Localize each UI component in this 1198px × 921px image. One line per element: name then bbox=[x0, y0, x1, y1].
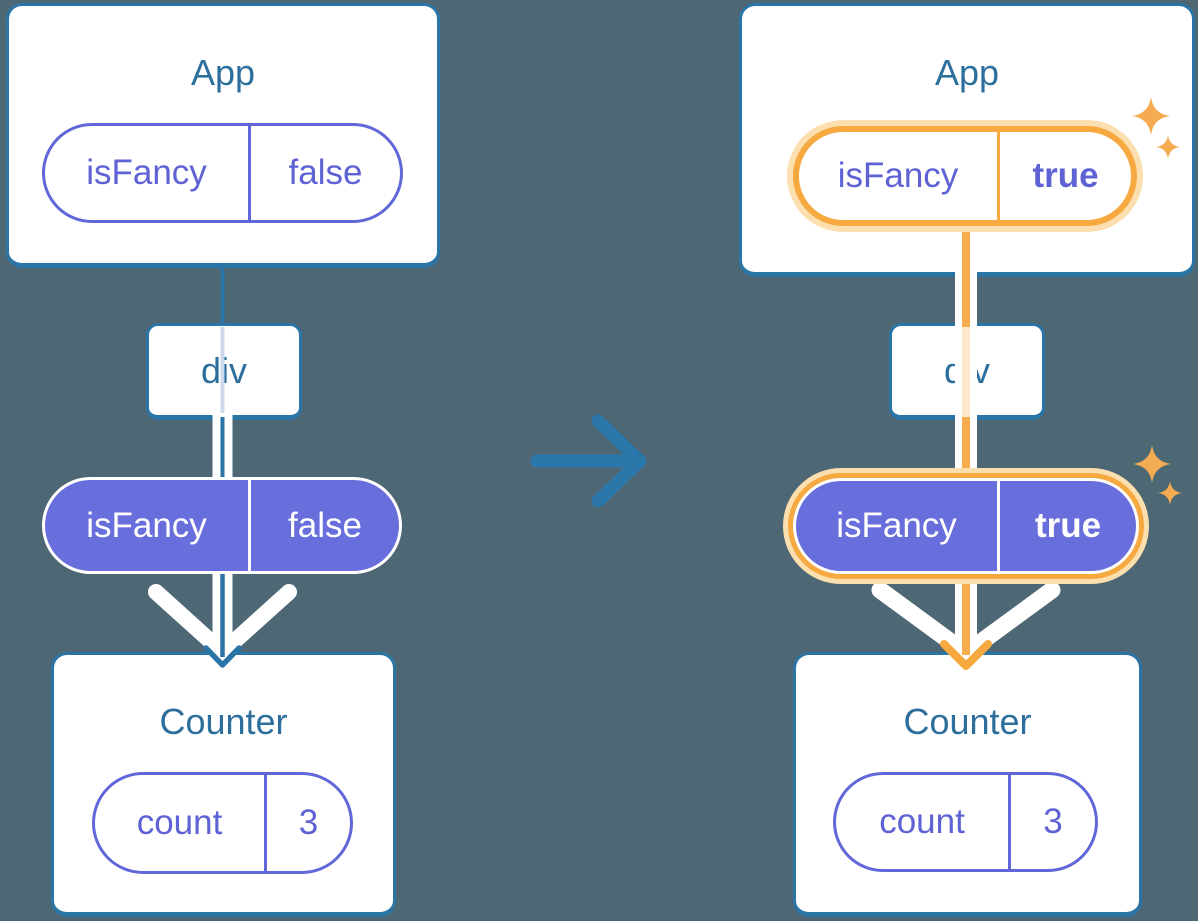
state-key: count bbox=[95, 775, 267, 871]
state-key: isFancy bbox=[799, 132, 1000, 220]
left-arrow-down-icon bbox=[203, 645, 242, 668]
state-value: 3 bbox=[1043, 802, 1063, 841]
state-value: true bbox=[1032, 156, 1099, 195]
state-key: count bbox=[836, 775, 1011, 869]
state-value: false bbox=[288, 153, 363, 192]
right-app-state-pill: isFancy true bbox=[793, 126, 1137, 226]
prop-key: isFancy bbox=[45, 480, 251, 571]
left-props-to-counter-arrow bbox=[148, 566, 297, 668]
left-props-pill: isFancy false bbox=[42, 477, 402, 574]
sparkles-icon bbox=[1132, 97, 1180, 159]
state-key: isFancy bbox=[45, 126, 251, 220]
left-counter-title: Counter bbox=[159, 701, 288, 742]
state-value: 3 bbox=[298, 803, 319, 842]
right-counter-state-pill: count 3 bbox=[833, 772, 1098, 872]
left-app-state-pill: isFancy false bbox=[42, 123, 403, 223]
left-counter-state-pill: count 3 bbox=[92, 772, 353, 874]
right-props-pill: isFancy true bbox=[793, 478, 1139, 574]
left-app-title: App bbox=[190, 52, 256, 93]
right-props-to-counter-arrow bbox=[871, 566, 1061, 670]
prop-value: false bbox=[288, 505, 362, 545]
prop-value: true bbox=[1034, 506, 1102, 545]
sparkles-icon bbox=[1133, 445, 1182, 505]
prop-key: isFancy bbox=[796, 481, 1000, 571]
right-app-title: App bbox=[934, 52, 1000, 93]
transition-right-arrow-icon bbox=[530, 414, 647, 508]
right-counter-title: Counter bbox=[903, 701, 1032, 742]
right-arrow-down-icon bbox=[940, 640, 992, 670]
